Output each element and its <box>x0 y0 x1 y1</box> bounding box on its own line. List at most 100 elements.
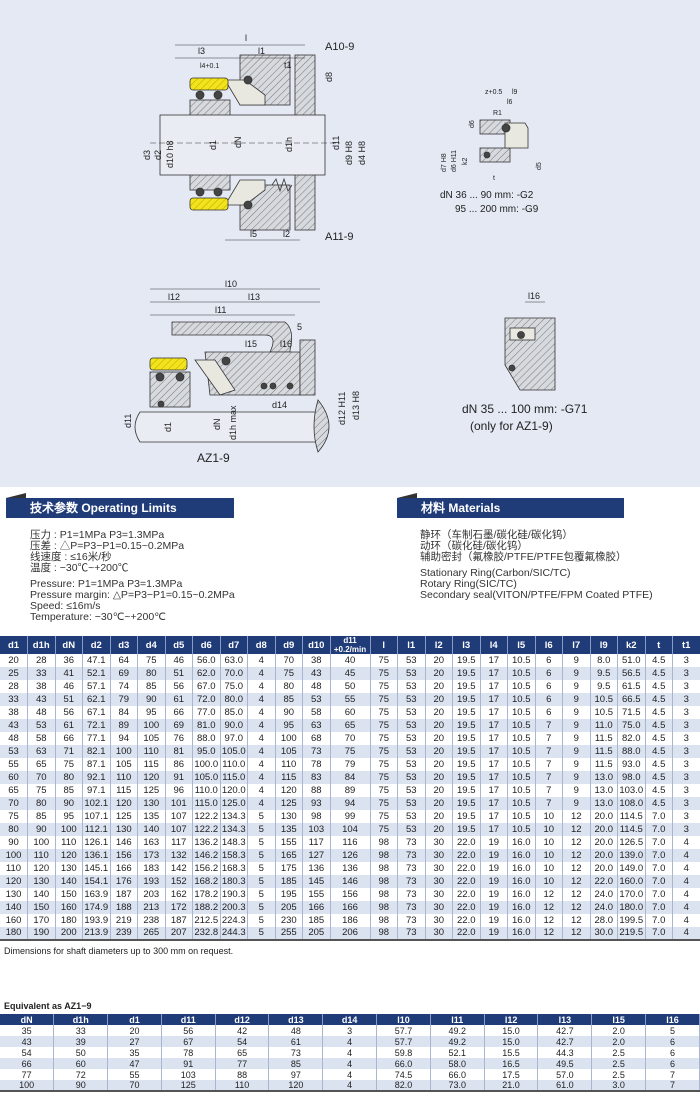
table-cell: 71.5 <box>617 706 646 719</box>
column-header: d5 <box>165 636 193 654</box>
table-cell: 99 <box>330 810 371 823</box>
table-cell: 43 <box>0 1036 55 1047</box>
table-cell: 120 <box>275 784 303 797</box>
table-cell: 55 <box>107 1069 162 1080</box>
column-header: l3 <box>452 636 481 654</box>
table-cell: 42 <box>215 1025 270 1036</box>
table-cell: 212.5 <box>192 914 221 927</box>
table-cell: 80 <box>137 667 166 680</box>
label-d12: d12 H11 <box>337 392 347 425</box>
table-cell: 82.1 <box>82 745 111 758</box>
table-cell: 80 <box>55 771 83 784</box>
table-cell: 6 <box>535 693 563 706</box>
table-cell: 4 <box>247 745 276 758</box>
table-cell: 66.0 <box>376 1058 431 1069</box>
table-cell: 19.5 <box>452 823 481 836</box>
table-cell: 134.3 <box>220 810 248 823</box>
table-cell: 4 <box>247 693 276 706</box>
table-cell: 53 <box>397 784 426 797</box>
table-cell: 16.0 <box>507 862 536 875</box>
table-cell: 110.0 <box>220 758 248 771</box>
table-cell: 188 <box>110 901 138 914</box>
table-cell: 12 <box>562 823 591 836</box>
table-cell: 9 <box>562 654 591 667</box>
table-cell: 126.5 <box>617 836 646 849</box>
table-cell: 145 <box>302 875 331 888</box>
table-cell: 140 <box>55 875 83 888</box>
table-cell: 15.0 <box>484 1025 539 1036</box>
column-header: d3 <box>110 636 138 654</box>
table-cell: 75 <box>370 758 398 771</box>
table-cell: 6 <box>535 680 563 693</box>
table-cell: 180 <box>55 914 83 927</box>
table-cell: 20 <box>425 654 453 667</box>
table-cell: 6 <box>645 1058 700 1069</box>
table-cell: 96 <box>165 784 193 797</box>
label-r1: R1 <box>493 110 502 117</box>
table-cell: 48 <box>268 1025 324 1036</box>
table-cell: 180.3 <box>220 875 248 888</box>
table-cell: 47.1 <box>82 654 111 667</box>
table-cell: 125.0 <box>220 797 248 810</box>
table-cell: 4 <box>322 1058 378 1069</box>
label-l: l <box>245 33 247 43</box>
table-cell: 190 <box>27 927 56 941</box>
table-cell: 77 <box>215 1058 270 1069</box>
table-cell: 55 <box>330 693 371 706</box>
table-cell: 12 <box>562 901 591 914</box>
table-cell: 89 <box>110 719 138 732</box>
table-cell: 175 <box>275 862 303 875</box>
table-cell: 51 <box>165 667 193 680</box>
table-cell: 4.5 <box>645 693 673 706</box>
table-cell: 146 <box>330 875 371 888</box>
table-cell: 73 <box>302 745 331 758</box>
table-cell: 116 <box>330 836 371 849</box>
column-header: l16 <box>645 1014 700 1025</box>
label-d14: d14 <box>272 400 287 410</box>
variant-a10-9: A10-9 <box>325 41 354 53</box>
label-d3: d3 <box>142 150 152 160</box>
table-cell: 10 <box>535 862 563 875</box>
table-cell: 83 <box>302 771 331 784</box>
column-header: l6 <box>535 636 563 654</box>
column-header: d1 <box>107 1014 162 1025</box>
table-cell: 16.0 <box>507 875 536 888</box>
column-header: d2 <box>82 636 111 654</box>
table-cell: 92.1 <box>82 771 111 784</box>
table-cell: 10 <box>535 849 563 862</box>
table-cell: 120 <box>0 875 28 888</box>
g71-note-az-only: (only for AZ1-9) <box>470 419 553 433</box>
table-cell: 80 <box>27 797 56 810</box>
table-cell: 12 <box>562 849 591 862</box>
label-l16: l16 <box>280 339 292 349</box>
table-cell: 105.0 <box>220 745 248 758</box>
table-cell: 80 <box>0 823 28 836</box>
table-cell: 19 <box>480 914 508 927</box>
limit-cn-temp: 温度 : −30℃~+200℃ <box>30 562 129 574</box>
table-cell: 59.8 <box>376 1047 431 1058</box>
table-cell: 66 <box>0 1058 55 1069</box>
table-cell: 4 <box>322 1036 378 1047</box>
table-cell: 20 <box>425 706 453 719</box>
table-cell: 78 <box>161 1047 216 1058</box>
table-cell: 103 <box>161 1069 216 1080</box>
table-cell: 8.0 <box>590 654 618 667</box>
table-cell: 130 <box>110 823 138 836</box>
table-cell: 19 <box>480 849 508 862</box>
table-cell: 200 <box>55 927 83 941</box>
table-cell: 4.5 <box>645 654 673 667</box>
table-cell: 60 <box>0 771 28 784</box>
table-cell: 56 <box>165 680 193 693</box>
table-cell: 51.0 <box>617 654 646 667</box>
limit-en-speed: Speed: ≤16m/s <box>30 600 101 612</box>
table-cell: 7 <box>645 1069 700 1080</box>
table-cell: 155 <box>302 888 331 901</box>
table-cell: 9 <box>562 745 591 758</box>
table-cell: 7.0 <box>645 810 673 823</box>
table-cell: 9.5 <box>590 667 618 680</box>
